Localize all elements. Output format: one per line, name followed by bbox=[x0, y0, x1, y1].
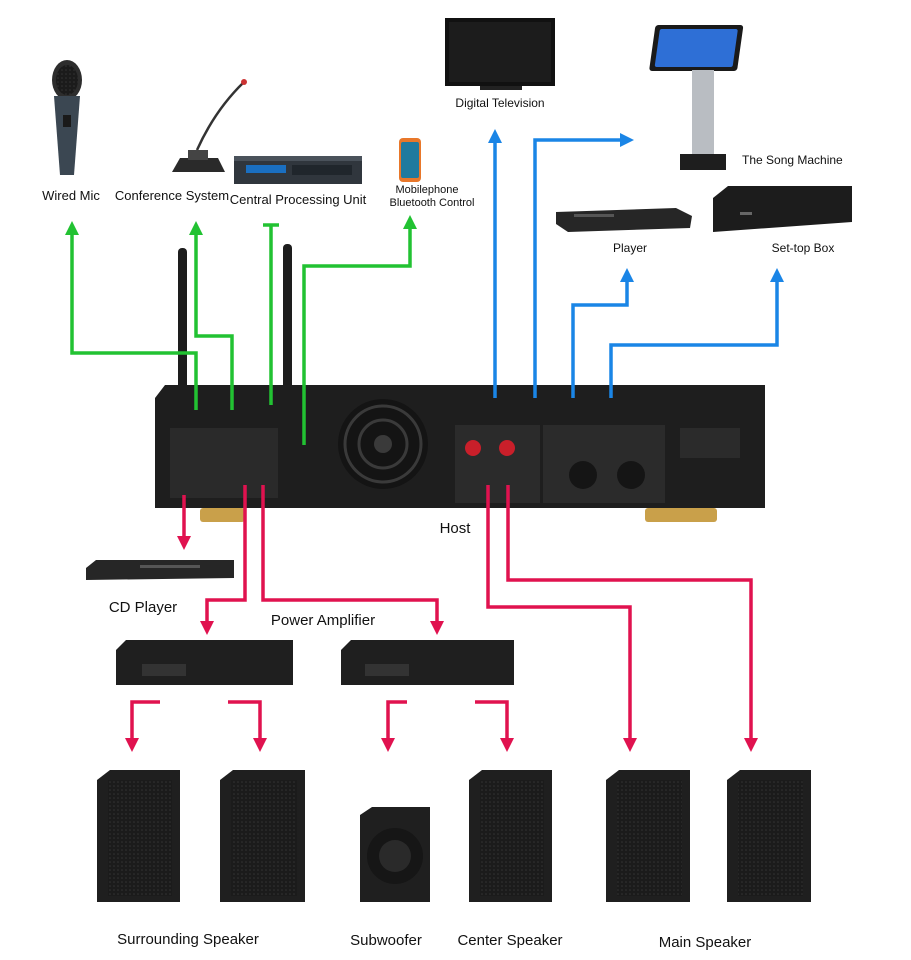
power-amplifier-icon bbox=[116, 640, 514, 685]
main-speaker-label: Main Speaker bbox=[659, 934, 752, 951]
phone-icon bbox=[399, 138, 421, 182]
conference-mic-icon bbox=[172, 79, 247, 172]
subwoofer-icon bbox=[360, 807, 430, 902]
set-top-box-connector bbox=[609, 268, 784, 398]
speaker-icon bbox=[220, 770, 305, 902]
song-machine-connector bbox=[533, 133, 634, 398]
player-icon bbox=[556, 208, 692, 232]
player-label: Player bbox=[613, 241, 647, 255]
microphone-icon bbox=[52, 60, 82, 175]
player-connector bbox=[571, 268, 634, 398]
center-connector bbox=[475, 700, 514, 752]
set-top-box-icon bbox=[713, 186, 852, 232]
song-machine-label: The Song Machine bbox=[742, 153, 843, 167]
main-left-connector bbox=[486, 485, 637, 752]
conference-system-label: Conference System bbox=[115, 188, 229, 203]
song-machine-icon bbox=[649, 25, 744, 170]
subwoofer-connector bbox=[381, 700, 407, 752]
surrounding-speaker-label: Surrounding Speaker bbox=[117, 931, 259, 948]
power-amplifier-label: Power Amplifier bbox=[271, 612, 375, 629]
wired-mic-connector bbox=[65, 221, 198, 410]
surround-left-connector bbox=[125, 700, 160, 752]
cd-player-label: CD Player bbox=[109, 599, 177, 616]
wired-mic-label: Wired Mic bbox=[42, 188, 100, 203]
subwoofer-label: Subwoofer bbox=[350, 932, 422, 949]
digital-television-label: Digital Television bbox=[455, 96, 544, 110]
speaker-icon bbox=[97, 770, 180, 902]
central-processing-unit-label: Central Processing Unit bbox=[230, 192, 367, 207]
conference-connector bbox=[189, 221, 234, 410]
host-label: Host bbox=[440, 520, 472, 537]
host-amplifier-icon bbox=[155, 244, 765, 522]
speaker-icon bbox=[469, 770, 552, 902]
amp1-connector bbox=[200, 485, 247, 635]
speaker-icon bbox=[727, 770, 811, 902]
set-top-box-label: Set-top Box bbox=[772, 241, 835, 255]
processor-icon bbox=[234, 156, 362, 184]
bluetooth-connector bbox=[302, 215, 417, 445]
center-speaker-label: Center Speaker bbox=[457, 932, 562, 949]
mobilephone-label: Mobilephone bbox=[396, 184, 459, 196]
amp2-connector bbox=[261, 485, 444, 635]
bluetooth-control-label: Bluetooth Control bbox=[390, 197, 475, 209]
surround-right-connector bbox=[228, 700, 267, 752]
main-right-connector bbox=[506, 485, 758, 752]
television-icon bbox=[445, 18, 555, 90]
cd-player-icon bbox=[86, 560, 234, 580]
speaker-icon bbox=[606, 770, 690, 902]
